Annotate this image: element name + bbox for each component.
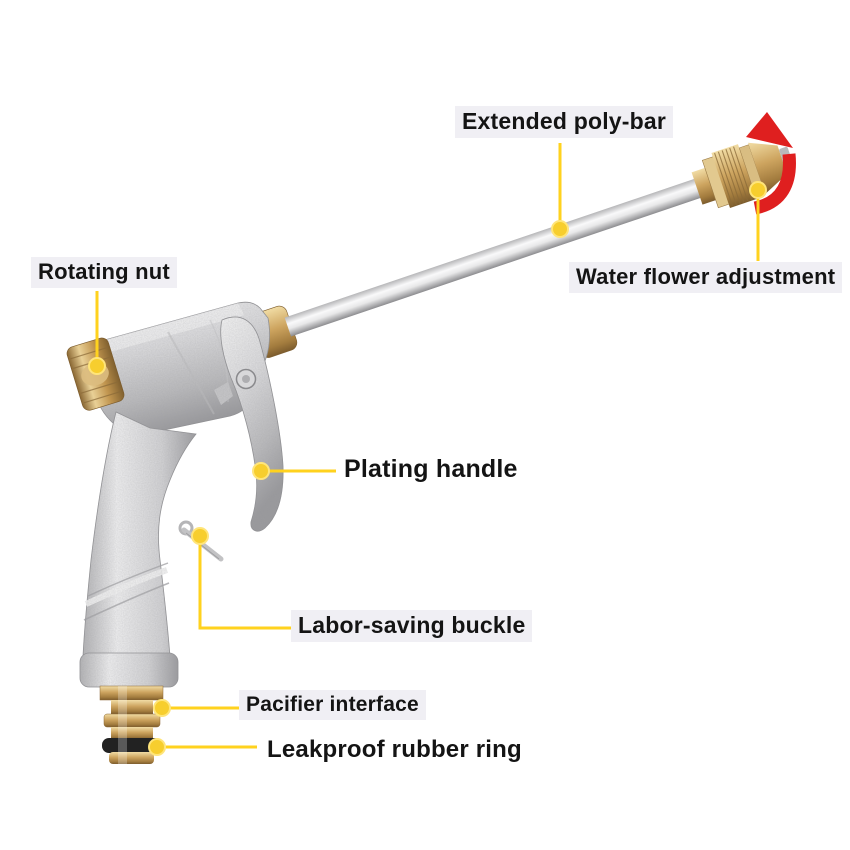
leader-dots — [88, 181, 767, 756]
trigger-pivot-screw-center — [242, 375, 250, 383]
leader-lines — [95, 143, 760, 749]
label-leakproof-rubber-ring: Leakproof rubber ring — [267, 736, 522, 763]
leader-dot-rotating-nut — [88, 357, 106, 375]
trigger — [220, 316, 284, 532]
leader-dot-plating-handle — [252, 462, 270, 480]
extension-wand — [250, 142, 794, 358]
leader-dot-water-flower-adjustment — [749, 181, 767, 199]
label-extended-poly-bar: Extended poly-bar — [455, 106, 674, 138]
gun-metal-parts — [79, 301, 284, 688]
gun-body-highlight — [101, 303, 244, 352]
leader-dot-leakproof-rubber-ring — [148, 738, 166, 756]
rotation-arrow-icon — [746, 112, 796, 215]
leader-dot-labor-saving-buckle — [191, 527, 209, 545]
extension-rod — [284, 177, 705, 337]
trigger-linkage — [214, 382, 233, 405]
rubber-o-ring — [102, 738, 161, 753]
grip-flare — [79, 652, 179, 688]
label-rotating-nut: Rotating nut — [31, 257, 177, 288]
leader-dot-pacifier-interface — [153, 699, 171, 717]
quick-connector — [99, 685, 164, 764]
label-pacifier-interface: Pacifier interface — [239, 690, 426, 720]
gun-grip — [82, 411, 197, 658]
label-plating-handle: Plating handle — [344, 455, 518, 483]
label-labor-saving-buckle: Labor-saving buckle — [291, 610, 533, 642]
leader-dot-extended-poly-bar — [551, 220, 569, 238]
leader-line-labor-saving-buckle — [198, 544, 292, 630]
label-water-flower-adjustment: Water flower adjustment — [569, 262, 843, 293]
